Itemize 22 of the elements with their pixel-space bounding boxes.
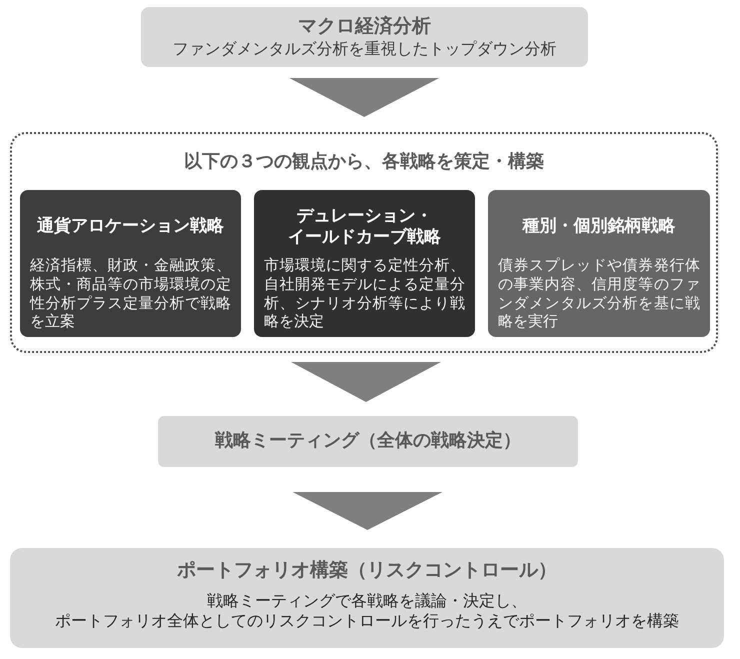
- strategy-card: [20, 190, 241, 337]
- process-box: [158, 416, 578, 467]
- block-arrow: [292, 492, 442, 530]
- block-arrow: [291, 362, 441, 402]
- card-description: 市場環境に関する定性分析、自社開発モデルによる定量分析、シナリオ分析等により戦略を決定: [264, 256, 465, 331]
- strategy-card: [254, 190, 475, 337]
- block-arrow: [289, 78, 440, 117]
- dotted-group-frame: [10, 132, 718, 353]
- box-title: 戦略ミーティング（全体の戦略決定）: [215, 430, 521, 453]
- process-box: [141, 7, 588, 67]
- group-heading: 以下の３つの観点から、各戦略を策定・構築: [184, 151, 544, 174]
- card-title: 通貨アロケーション戦略: [37, 216, 224, 238]
- box-title: マクロ経済分析: [298, 15, 431, 39]
- box-title: ポートフォリオ構築（リスクコントロール）: [177, 559, 557, 583]
- card-description: 経済指標、財政・金融政策、株式・商品等の市場環境の定性分析プラス定量分析で戦略を立案: [30, 256, 231, 331]
- card-title: デュレーション・イールドカーブ戦略: [287, 206, 442, 248]
- box-description: 戦略ミーティングで各戦略を議論・決定し、ポートフォリオ全体としてのリスクコントロールを行ったうえでポートフォリオを構築: [54, 590, 680, 631]
- card-title: 種別・個別銘柄戦略: [522, 216, 676, 238]
- card-description: 債券スプレッドや債券発行体の事業内容、信用度等のファンダメンタルズ分析を基に戦略を実行: [498, 256, 700, 331]
- strategy-card: [488, 190, 710, 337]
- box-subtitle: ファンダメンタルズ分析を重視したトップダウン分析: [172, 38, 556, 59]
- process-box: [10, 548, 724, 648]
